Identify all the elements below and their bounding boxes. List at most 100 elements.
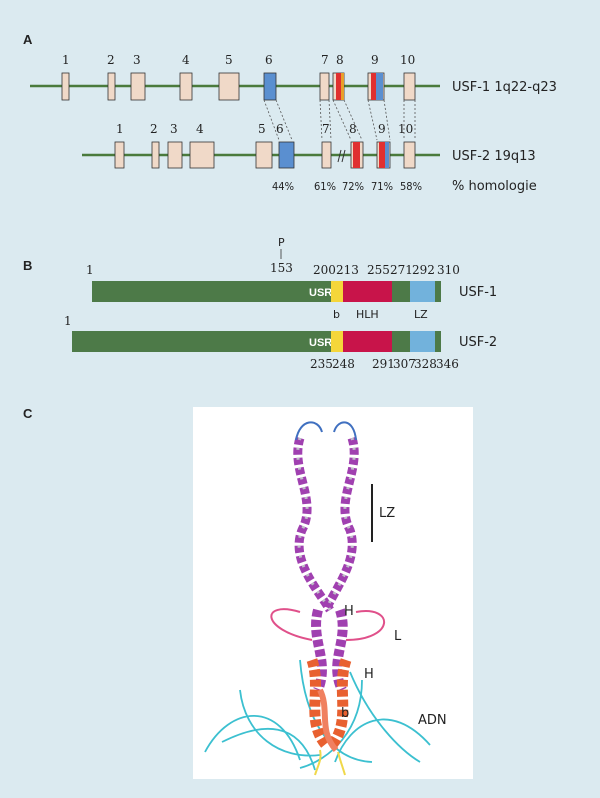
- usf2-exon-num-9: 9: [378, 122, 386, 136]
- usf1-pos-310: 310: [437, 263, 460, 277]
- usf2-exon-6: [278, 141, 295, 169]
- homology-exon-6: 44%: [272, 180, 294, 193]
- label-adn: ADN: [418, 713, 447, 728]
- usf1-hlh-domain: [343, 281, 392, 302]
- usf2-hlh-domain: [343, 331, 392, 352]
- usf2-exon-num-2: 2: [150, 122, 158, 136]
- usf2-exon-num-8: 8: [349, 122, 357, 136]
- usf1-pos-213: 213: [336, 263, 359, 277]
- usf1-exon-num-7: 7: [321, 53, 329, 67]
- usf2-pos-235: 235: [310, 357, 333, 371]
- homology-exon-8: 72%: [342, 180, 364, 193]
- usf2-usr-label: USR: [309, 337, 332, 349]
- usf2-lz-domain: [410, 331, 435, 352]
- hlh-helices: [306, 608, 352, 753]
- panel-c-letter: C: [23, 406, 33, 421]
- usf1-exon-num-1: 1: [62, 53, 70, 67]
- usf1-gene-label: USF-1 1q22-q23: [452, 80, 557, 95]
- usf1-pos-200: 200: [313, 263, 336, 277]
- homology-connectors: [263, 99, 416, 141]
- usf2-exon-5: [255, 141, 273, 169]
- usf1-domain-positions: 200 213 255 271 292 310: [313, 263, 460, 277]
- usf2-exon-num-5: 5: [258, 122, 266, 136]
- usf1-exon-num-5: 5: [225, 53, 233, 67]
- homology-label: % homologie: [452, 179, 537, 194]
- usf1-exon-numbers: 1 2 3 4 5 6 7 8 9 10: [62, 53, 415, 67]
- dna-strands: [204, 659, 431, 771]
- usf1-exon-num-9: 9: [371, 53, 379, 67]
- usf2-exon-num-4: 4: [196, 122, 204, 136]
- usf2-exon-3: [167, 141, 183, 169]
- usf1-hlh-label: HLH: [356, 308, 379, 321]
- usf2-exon-2: [151, 141, 160, 169]
- usf2-line-break: [337, 149, 346, 163]
- usf1-exon-3: [130, 72, 146, 101]
- usf1-protein-label: USF-1: [459, 285, 497, 300]
- panel-c-3d-structure: LZ H L H b ADN: [193, 407, 473, 779]
- usf1-phospho-position: 153: [270, 261, 293, 275]
- usf1-phospho-p: P: [278, 236, 285, 249]
- usf1-b-label: b: [333, 308, 340, 321]
- panel-b-protein-domains: 1 P 153 T USR 200 213 255 271 292 310 b …: [64, 236, 497, 371]
- panel-a-gene-structure: 1 2 3 4 5 6 7 8 9 10 USF-1 1q22-q23: [30, 53, 557, 194]
- usf2-pos-291: 291: [372, 357, 395, 371]
- usf1-exon-2: [107, 72, 116, 101]
- usf1-lz-domain: [410, 281, 435, 302]
- usf1-exon-1: [61, 72, 70, 101]
- usf1-start-position: 1: [86, 263, 94, 277]
- usf2-exon-7: [321, 141, 332, 169]
- usf1-pos-255: 255: [367, 263, 390, 277]
- homology-exon-7: 61%: [314, 180, 336, 193]
- usf2-start-position: 1: [64, 314, 72, 328]
- usf2-exon-num-1: 1: [116, 122, 124, 136]
- label-l: L: [394, 629, 402, 644]
- usf1-exon-4: [179, 72, 193, 101]
- usf1-exon-num-6: 6: [265, 53, 273, 67]
- usf1-pos-292: 292: [412, 263, 435, 277]
- usf2-exon-4: [189, 141, 215, 169]
- usf1-exon-num-8: 8: [336, 53, 344, 67]
- loop-left: [270, 608, 313, 641]
- usf2-pos-307: 307: [393, 357, 416, 371]
- usf2-gene-label: USF-2 19q13: [452, 149, 536, 164]
- label-h-bottom: H: [364, 667, 374, 682]
- usf2-exon-num-3: 3: [170, 122, 178, 136]
- usf1-exon-8: [332, 72, 345, 101]
- usf2-domain-positions: 235 248 291 307 328 346: [310, 357, 459, 371]
- usf1-exon-num-4: 4: [182, 53, 190, 67]
- usf2-exon-numbers: 1 2 3 4 5 6 7 8 9 10: [116, 122, 413, 136]
- usf2-pos-346: 346: [436, 357, 459, 371]
- label-lz: LZ: [379, 506, 395, 521]
- usf2-pos-248: 248: [332, 357, 355, 371]
- panel-a-letter: A: [23, 32, 33, 47]
- usf1-pos-271: 271: [390, 263, 413, 277]
- usf1-lz-label: LZ: [414, 308, 428, 321]
- usf1-exon-num-2: 2: [107, 53, 115, 67]
- usf2-pos-328: 328: [414, 357, 437, 371]
- usf1-exon-num-3: 3: [133, 53, 141, 67]
- label-b: b: [341, 706, 349, 721]
- usf1-usr-label: USR: [309, 287, 332, 299]
- label-h-top: H: [344, 604, 354, 619]
- usf1-exon-7: [319, 72, 330, 101]
- usf2-exon-1: [114, 141, 125, 169]
- usf2-basic-domain: [331, 331, 343, 352]
- basic-tails: [314, 749, 346, 776]
- homology-values: 44% 61% 72% 71% 58%: [272, 180, 422, 193]
- usf2-exon-8: [350, 141, 364, 169]
- loop-right: [345, 610, 385, 641]
- usf1-basic-domain: [331, 281, 343, 302]
- homology-exon-10: 58%: [400, 180, 422, 193]
- usf2-exon-num-10: 10: [398, 122, 413, 136]
- panel-b-letter: B: [23, 258, 33, 273]
- usf1-usr-region: [311, 281, 331, 302]
- homology-exon-9: 71%: [371, 180, 393, 193]
- leucine-zipper-helices: [293, 436, 359, 613]
- usf2-exon-num-6: 6: [276, 122, 284, 136]
- usf2-exon-9: [376, 141, 391, 169]
- usf1-exon-num-10: 10: [400, 53, 415, 67]
- usf2-exon-num-7: 7: [322, 122, 330, 136]
- usf2-exon-10: [403, 141, 416, 169]
- usf1-exon-10: [403, 72, 416, 101]
